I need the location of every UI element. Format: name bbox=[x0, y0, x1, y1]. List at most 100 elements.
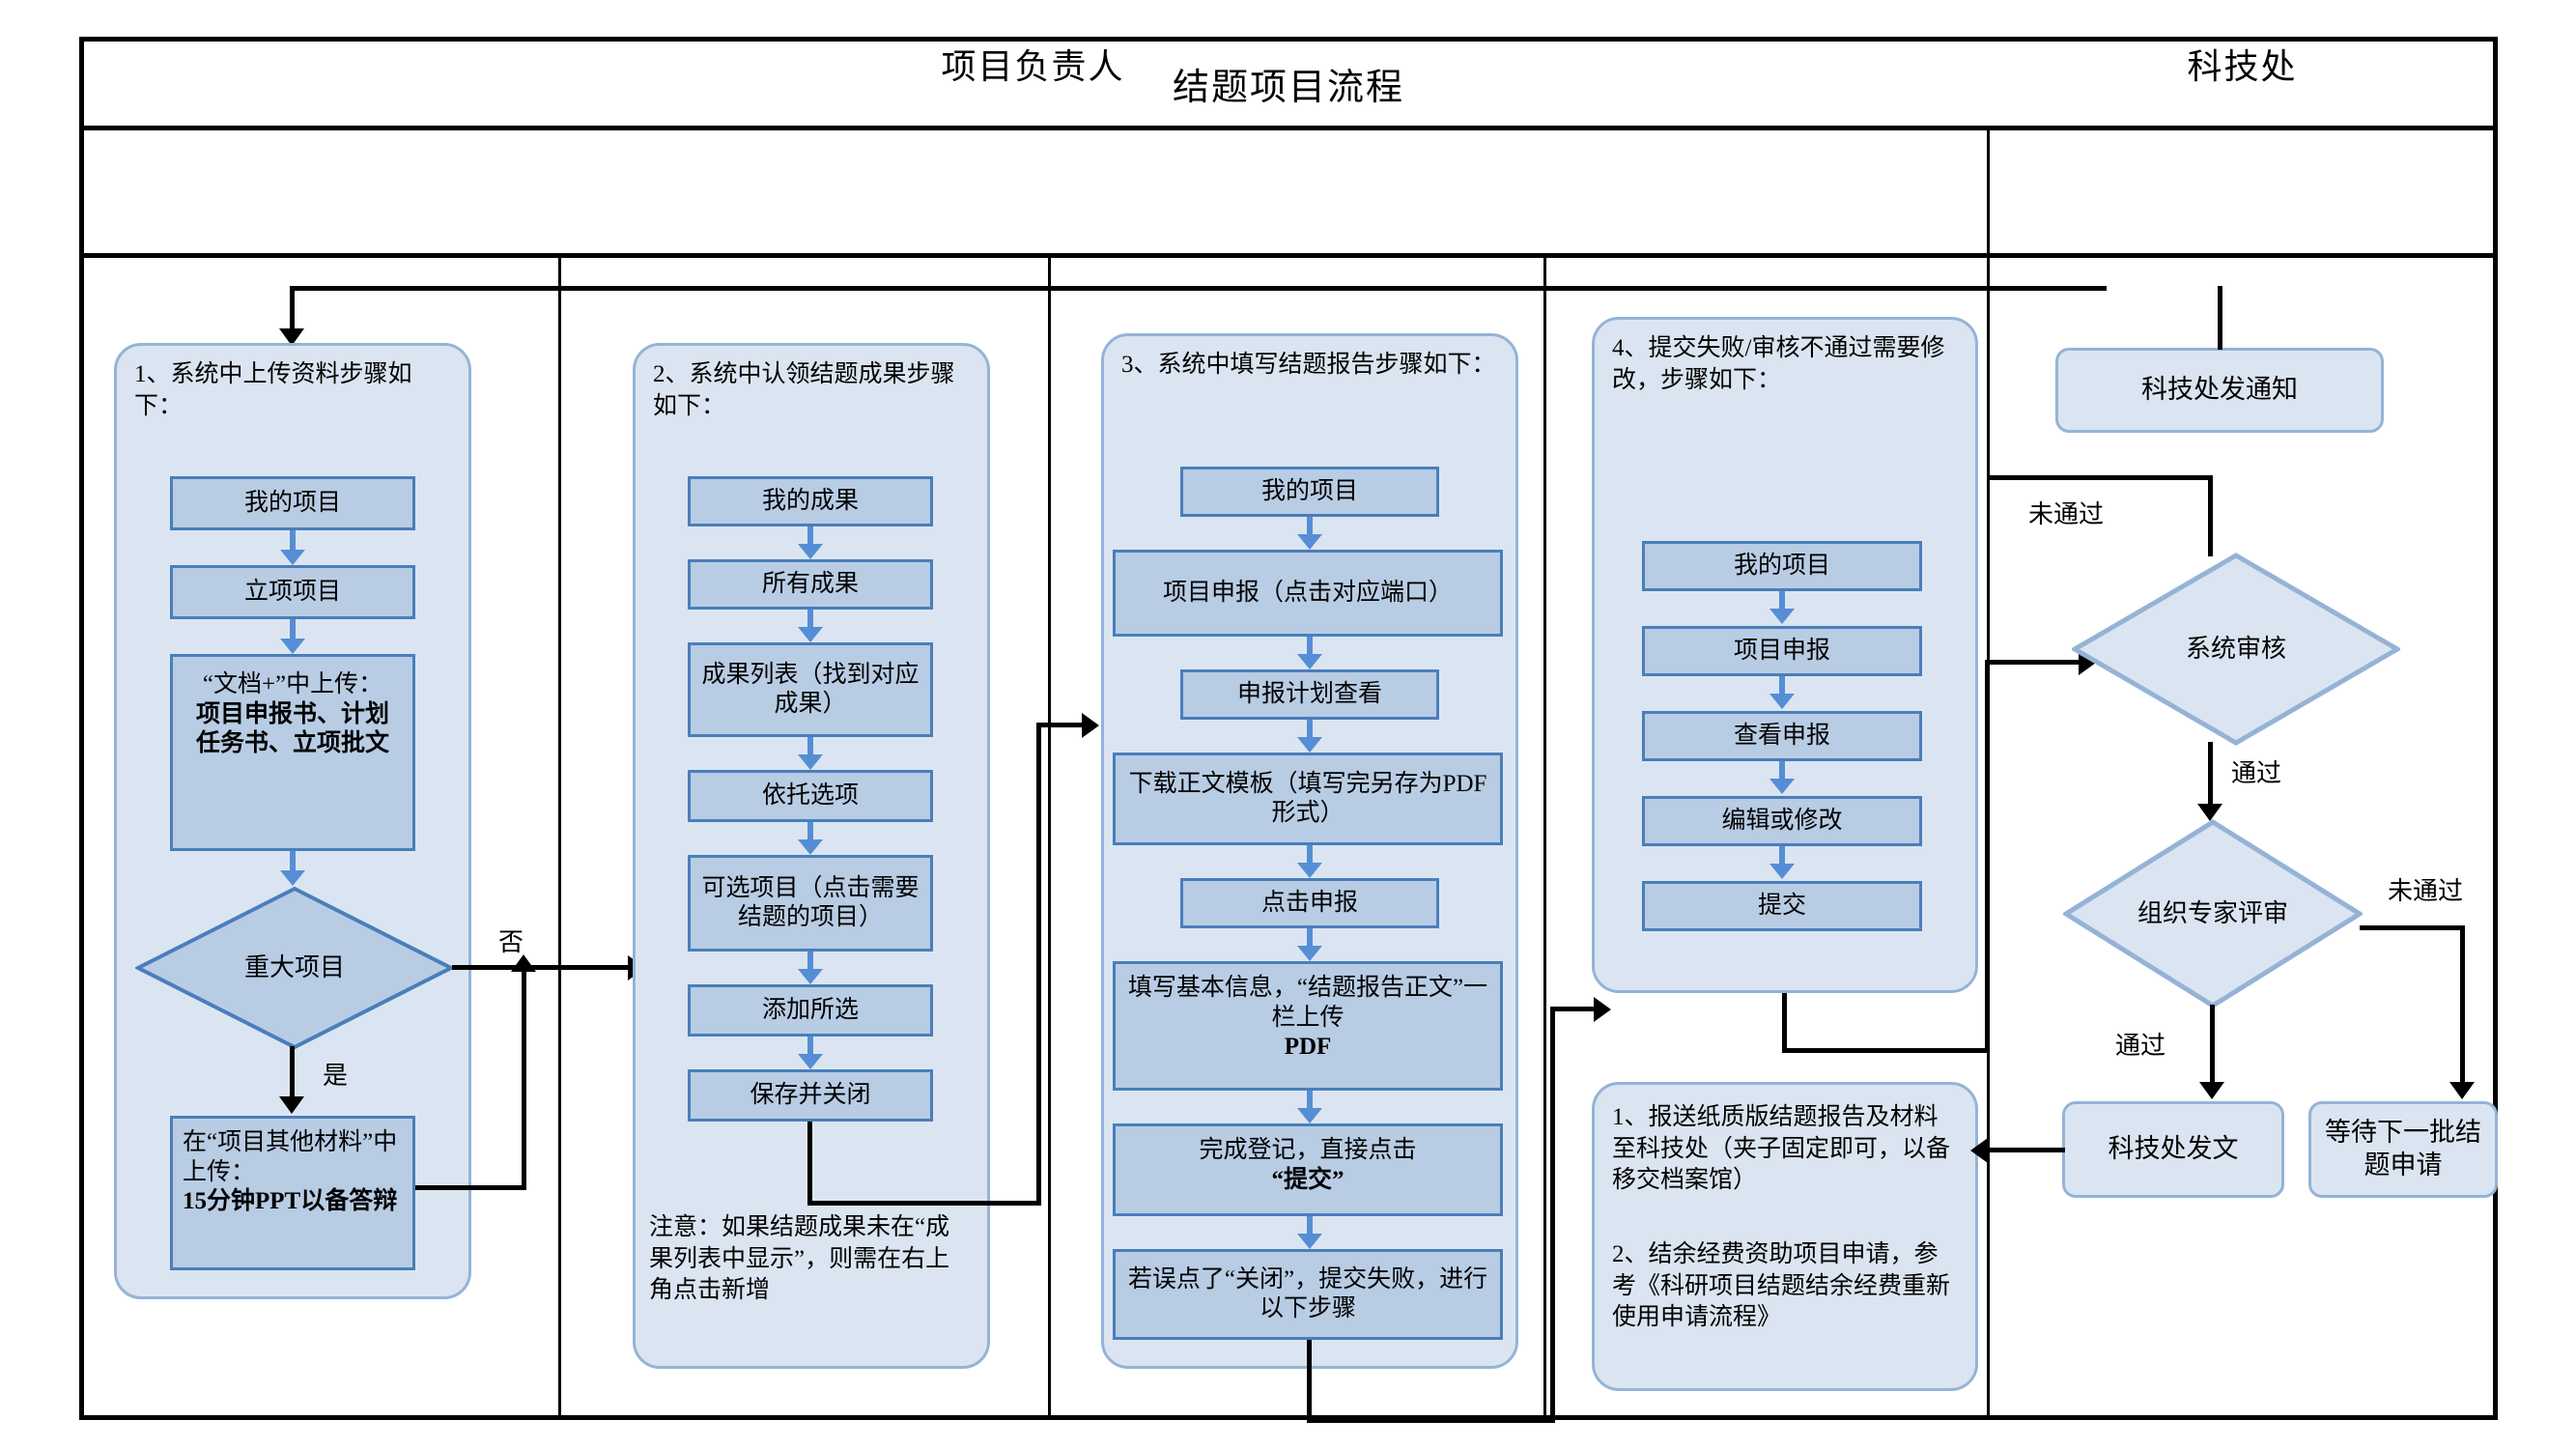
col4-arrow-4 bbox=[1779, 846, 1785, 867]
col5-d1-top-line bbox=[2208, 475, 2213, 556]
col4-arrowhead-3 bbox=[1769, 779, 1795, 794]
col5-decision-expert-review[interactable]: 组织专家评审 bbox=[2063, 819, 2363, 1009]
col4-exit-v bbox=[1782, 993, 1787, 1053]
col4-arrowhead-2 bbox=[1769, 694, 1795, 709]
col3-step-3[interactable]: 申报计划查看 bbox=[1180, 669, 1439, 720]
col2-arrow-6 bbox=[807, 1037, 813, 1058]
col5-pass1-line bbox=[2208, 742, 2213, 811]
col3-step-1[interactable]: 我的项目 bbox=[1180, 467, 1439, 517]
col4-step-4[interactable]: 编辑或修改 bbox=[1642, 796, 1922, 846]
col5-fail2-h bbox=[2360, 925, 2465, 930]
col5-back-arrowhead bbox=[1970, 1138, 1988, 1163]
col3-exit-v2 bbox=[1550, 1007, 1555, 1423]
col3-arrowhead-6 bbox=[1297, 1108, 1322, 1123]
col3-submit-plain: 完成登记，直接点击 bbox=[1199, 1137, 1417, 1163]
col3-exit-h2 bbox=[1550, 1007, 1600, 1011]
col2-arrowhead-3 bbox=[798, 754, 823, 770]
col1-decision-major-project[interactable]: 重大项目 bbox=[135, 886, 454, 1050]
col5-decision1-label: 系统审核 bbox=[2185, 635, 2286, 664]
col4-note-2: 2、结余经费资助项目申请，参考《科研项目结题结余经费重新使用申请流程》 bbox=[1612, 1241, 1951, 1330]
col5-label-fail-1: 未通过 bbox=[2028, 500, 2105, 528]
col5-decision-system-review[interactable]: 系统审核 bbox=[2072, 553, 2400, 746]
col4-step-2[interactable]: 项目申报 bbox=[1642, 626, 1922, 676]
group-col4-notes: 1、报送纸质版结题报告及材料至科技处（夹子固定即可，以备移交档案馆） 2、结余经… bbox=[1592, 1082, 1978, 1391]
col1-upload-bold: 项目申报书、计划任务书、立项批文 bbox=[195, 700, 389, 757]
col1-yes-label: 是 bbox=[323, 1062, 349, 1090]
col3-arrowhead-2 bbox=[1297, 654, 1322, 669]
col2-exit-v bbox=[807, 1122, 812, 1205]
group-col4-header: 4、提交失败/审核不通过需要修改，步骤如下： bbox=[1612, 335, 1945, 393]
outer-frame bbox=[79, 37, 2498, 1420]
col2-exit-arrowhead bbox=[1082, 713, 1099, 738]
col1-step-my-project[interactable]: 我的项目 bbox=[170, 476, 415, 530]
col2-arrowhead-6 bbox=[798, 1054, 823, 1069]
col3-arrowhead-3 bbox=[1297, 737, 1322, 753]
col4-step-1[interactable]: 我的项目 bbox=[1642, 541, 1922, 591]
col1-upload-box[interactable]: “文档+”中上传： 项目申报书、计划任务书、立项批文 bbox=[170, 654, 415, 851]
lane-label-office: 科技处 bbox=[2187, 47, 2298, 86]
col3-step-2[interactable]: 项目申报（点击对应端口） bbox=[1113, 550, 1503, 637]
col4-exit-v2 bbox=[1985, 660, 1990, 1053]
col1-arrowhead-2 bbox=[280, 639, 305, 654]
col5-label-pass-2: 通过 bbox=[2115, 1032, 2166, 1060]
col2-step-6[interactable]: 添加所选 bbox=[688, 984, 933, 1037]
col5-label-fail-2: 未通过 bbox=[2388, 877, 2464, 905]
col3-fail-box[interactable]: 若误点了“关闭”，提交失败，进行以下步骤 bbox=[1113, 1249, 1503, 1340]
col2-arrowhead-5 bbox=[798, 969, 823, 984]
col1-no-label: 否 bbox=[498, 928, 524, 956]
col3-arrow-6 bbox=[1307, 1091, 1313, 1112]
col2-arrow-1 bbox=[807, 526, 813, 548]
col5-out-pass-box[interactable]: 科技处发文 bbox=[2062, 1101, 2284, 1198]
col2-exit-v2 bbox=[1036, 723, 1041, 1206]
col1-step-approved-project[interactable]: 立项项目 bbox=[170, 565, 415, 619]
col3-exit-v bbox=[1307, 1340, 1312, 1423]
col3-arrowhead-4 bbox=[1297, 863, 1322, 878]
col4-exit-h bbox=[1782, 1048, 1990, 1053]
lane-label-owner: 项目负责人 bbox=[941, 47, 1125, 86]
col1-other-plain: 在“项目其他材料”中上传： bbox=[183, 1129, 398, 1185]
col4-arrow-3 bbox=[1779, 761, 1785, 782]
col3-submit-box[interactable]: 完成登记，直接点击 “提交” bbox=[1113, 1123, 1503, 1216]
col3-arrow-3 bbox=[1307, 720, 1313, 741]
group-col3-header: 3、系统中填写结题报告步骤如下： bbox=[1121, 352, 1496, 378]
col3-fill-plain: 填写基本信息，“结题报告正文”一栏上传 bbox=[1127, 975, 1488, 1031]
column-separator-3 bbox=[1543, 258, 1546, 1420]
col1-yes-arrowhead bbox=[279, 1096, 304, 1114]
col5-decision2-label: 组织专家评审 bbox=[2137, 899, 2288, 928]
col2-arrow-4 bbox=[807, 822, 813, 843]
col2-exit-h2 bbox=[1036, 723, 1090, 727]
col3-fill-box[interactable]: 填写基本信息，“结题报告正文”一栏上传 PDF bbox=[1113, 961, 1503, 1091]
col1-loop-line-h bbox=[415, 1185, 526, 1190]
col3-exit-h bbox=[1307, 1418, 1555, 1423]
col2-arrow-3 bbox=[807, 737, 813, 758]
col2-arrowhead-1 bbox=[798, 544, 823, 559]
col2-arrowhead-4 bbox=[798, 839, 823, 855]
col2-step-5[interactable]: 可选项目（点击需要结题的项目） bbox=[688, 855, 933, 952]
col2-step-4[interactable]: 依托选项 bbox=[688, 770, 933, 822]
col4-exit-h2 bbox=[1985, 660, 2086, 665]
col1-other-material-box[interactable]: 在“项目其他材料”中上传： 15分钟PPT以备答辩 bbox=[170, 1116, 415, 1270]
col3-arrowhead-5 bbox=[1297, 946, 1322, 961]
col1-arrowhead-1 bbox=[280, 550, 305, 565]
col1-arrow-3 bbox=[290, 851, 296, 874]
col1-loop-line-v bbox=[522, 970, 526, 1190]
col2-step-3[interactable]: 成果列表（找到对应成果） bbox=[688, 642, 933, 737]
col3-step-4[interactable]: 下载正文模板（填写完另存为PDF形式） bbox=[1113, 753, 1503, 845]
title-row: 结题项目流程 bbox=[79, 37, 2498, 130]
col2-step-7[interactable]: 保存并关闭 bbox=[688, 1069, 933, 1122]
col4-arrowhead-1 bbox=[1769, 609, 1795, 624]
col4-step-5[interactable]: 提交 bbox=[1642, 881, 1922, 931]
col5-fail2-arrowhead bbox=[2449, 1082, 2475, 1099]
col3-step-5[interactable]: 点击申报 bbox=[1180, 878, 1439, 928]
top-feed-line bbox=[290, 286, 2107, 291]
col2-arrow-2 bbox=[807, 610, 813, 631]
col5-notify-box[interactable]: 科技处发通知 bbox=[2055, 348, 2384, 433]
col4-step-3[interactable]: 查看申报 bbox=[1642, 711, 1922, 761]
page-title: 结题项目流程 bbox=[1172, 68, 1404, 108]
col2-step-1[interactable]: 我的成果 bbox=[688, 476, 933, 526]
col2-step-2[interactable]: 所有成果 bbox=[688, 559, 933, 610]
col5-out-wait-box[interactable]: 等待下一批结题申请 bbox=[2308, 1101, 2498, 1198]
col1-upload-plain: “文档+”中上传： bbox=[202, 671, 383, 697]
col3-arrow-5 bbox=[1307, 928, 1313, 950]
